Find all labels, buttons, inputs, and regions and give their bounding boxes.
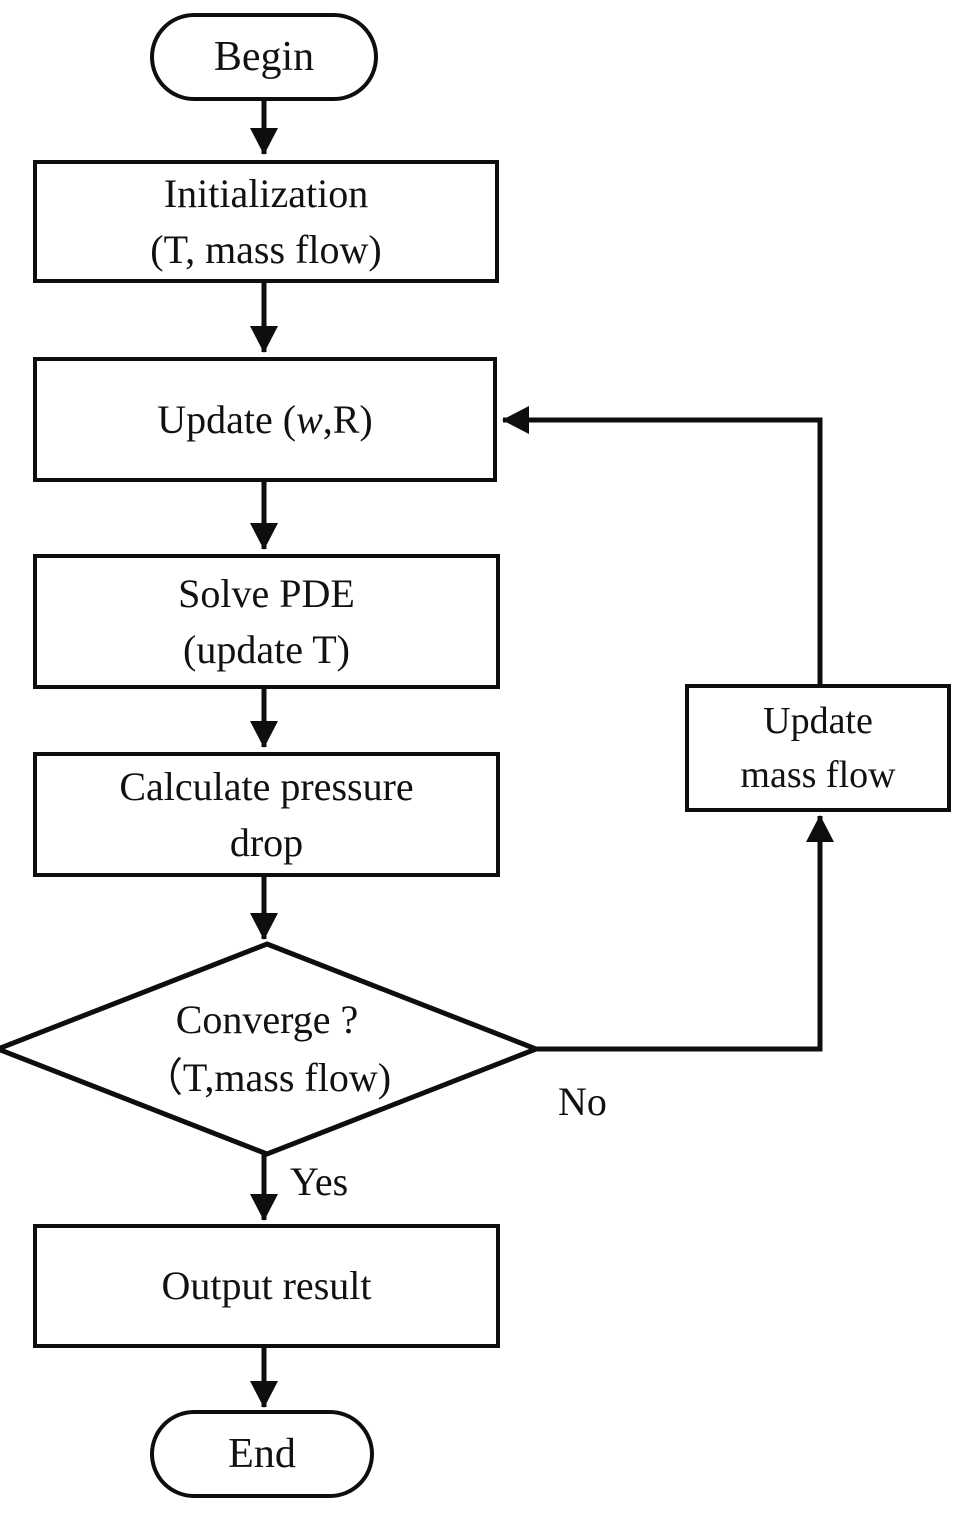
node-converge-line2: （T,mass flow) — [142, 1055, 392, 1100]
node-update-mass-flow-line1: Update — [763, 700, 873, 742]
node-solve-pde-line1: Solve PDE — [178, 570, 355, 616]
node-begin-label: Begin — [213, 34, 315, 80]
node-update-wr-label: Update (w,R) — [157, 392, 373, 448]
node-output-result: Output result — [33, 1224, 500, 1348]
node-end-label: End — [228, 1431, 296, 1477]
node-initialization-line1: Initialization — [163, 170, 369, 216]
node-update-mass-flow-line2: mass flow — [740, 754, 896, 796]
node-end: End — [150, 1410, 374, 1498]
decision-diamond-shape — [0, 941, 543, 1157]
node-update-mass-flow: Update mass flow — [685, 684, 951, 812]
node-initialization-line2: (T, mass flow) — [150, 226, 382, 272]
edge-umf-to-update-loop — [502, 406, 823, 685]
node-begin: Begin — [150, 13, 378, 101]
node-solve-pde: Solve PDE (update T) — [33, 554, 500, 689]
edge-label-no: No — [558, 1079, 607, 1124]
node-converge-decision-label: Converge ? （T,mass flow) — [67, 960, 467, 1138]
node-calc-pressure-drop-line1: Calculate pressure — [119, 763, 414, 809]
node-converge-line1: Converge ? — [175, 997, 359, 1042]
node-update-wr-emph: w — [296, 396, 323, 442]
node-calc-pressure-drop: Calculate pressure drop — [33, 752, 500, 877]
edge-label-yes: Yes — [290, 1159, 349, 1204]
node-update-wr: Update (w,R) — [33, 357, 497, 482]
node-update-wr-pre: Update ( — [157, 396, 297, 442]
edge-decision-no-to-umf — [536, 815, 834, 1052]
node-update-wr-post: ,R) — [322, 396, 373, 442]
node-output-result-label: Output result — [161, 1263, 372, 1308]
node-initialization: Initialization (T, mass flow) — [33, 160, 499, 283]
node-solve-pde-line2: (update T) — [183, 626, 350, 672]
node-calc-pressure-drop-line2: drop — [229, 819, 304, 865]
